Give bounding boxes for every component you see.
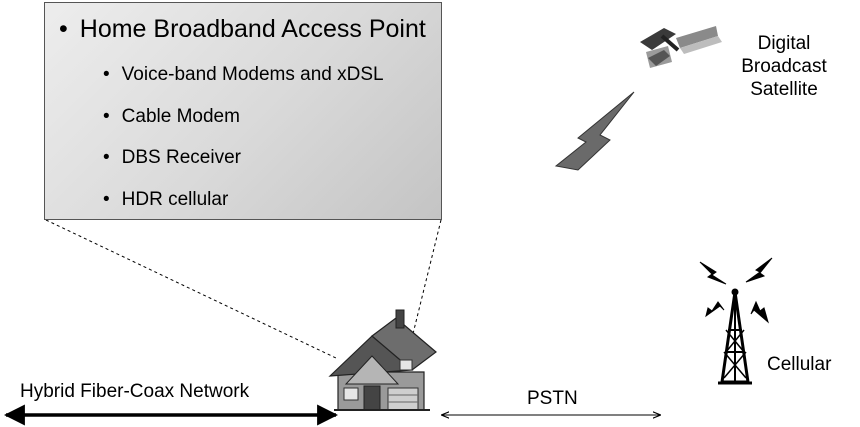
sub-item-text: HDR cellular	[121, 188, 229, 210]
house-icon	[328, 309, 437, 411]
satellite-label: Digital Broadcast Satellite	[741, 33, 827, 100]
main-bullet: • Home Broadband Access Point	[59, 15, 426, 44]
cell-tower-icon	[699, 257, 773, 385]
satellite-icon	[640, 26, 722, 68]
list-item: • HDR cellular	[103, 186, 384, 228]
list-item: • Voice-band Modems and xDSL	[103, 61, 384, 103]
bullet-dot: •	[103, 64, 110, 85]
sub-bullet-list: • Voice-band Modems and xDSL • Cable Modem…	[103, 61, 384, 227]
cellular-label: Cellular	[767, 354, 832, 375]
list-item: • DBS Receiver	[103, 144, 384, 186]
list-item: • Cable Modem	[103, 103, 384, 145]
lightning-signal-icon	[554, 91, 635, 171]
hfc-network-label: Hybrid Fiber-Coax Network	[20, 381, 250, 402]
main-bullet-text: Home Broadband Access Point	[79, 15, 426, 43]
sub-item-text: Voice-band Modems and xDSL	[121, 64, 384, 85]
access-point-callout: • Home Broadband Access Point • Voice-band…	[44, 2, 442, 220]
sub-item-text: DBS Receiver	[121, 147, 241, 168]
bullet-dot: •	[103, 188, 110, 210]
bullet-dot: •	[59, 15, 68, 43]
bullet-dot: •	[103, 105, 110, 127]
callout-connector-right	[409, 219, 442, 347]
bullet-dot: •	[103, 147, 110, 168]
pstn-label: PSTN	[527, 388, 578, 409]
sub-item-text: Cable Modem	[121, 105, 240, 127]
